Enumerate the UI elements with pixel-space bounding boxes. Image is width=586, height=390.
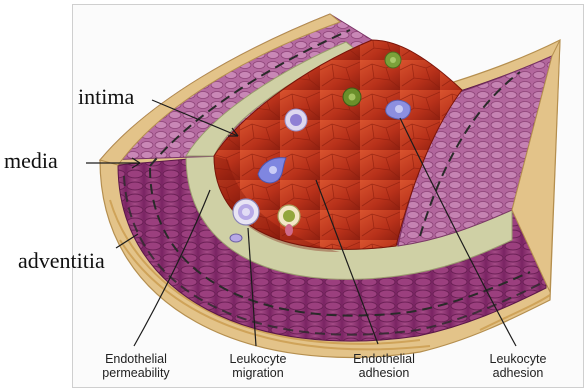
endothelial-adhesion-line1: Endothelial bbox=[340, 352, 428, 366]
endothelial-adhesion-label: Endothelial adhesion bbox=[340, 352, 428, 381]
leukocyte-icon bbox=[386, 100, 411, 119]
platelet-icon bbox=[385, 52, 401, 68]
leukocyte-migration-line2: migration bbox=[214, 366, 302, 380]
intima-label: intima bbox=[78, 86, 134, 108]
endothelial-permeability-line1: Endothelial bbox=[88, 352, 184, 366]
leukocyte-adhesion-line1: Leukocyte bbox=[474, 352, 562, 366]
leukocyte-migration-line1: Leukocyte bbox=[214, 352, 302, 366]
media-label: media bbox=[4, 150, 58, 172]
migrating-leukocyte-icon bbox=[233, 199, 259, 225]
leukocyte-icon bbox=[285, 109, 307, 131]
endothelial-adhesion-line2: adhesion bbox=[340, 366, 428, 380]
leukocyte-adhesion-line2: adhesion bbox=[474, 366, 562, 380]
leukocyte-migration-label: Leukocyte migration bbox=[214, 352, 302, 381]
transmigrating-cell-icon bbox=[230, 234, 242, 242]
adventitia-label: adventitia bbox=[18, 250, 105, 272]
leukocyte-adhesion-label: Leukocyte adhesion bbox=[474, 352, 562, 381]
endothelial-permeability-label: Endothelial permeability bbox=[88, 352, 184, 381]
endothelial-permeability-line2: permeability bbox=[88, 366, 184, 380]
platelet-icon bbox=[343, 88, 361, 106]
